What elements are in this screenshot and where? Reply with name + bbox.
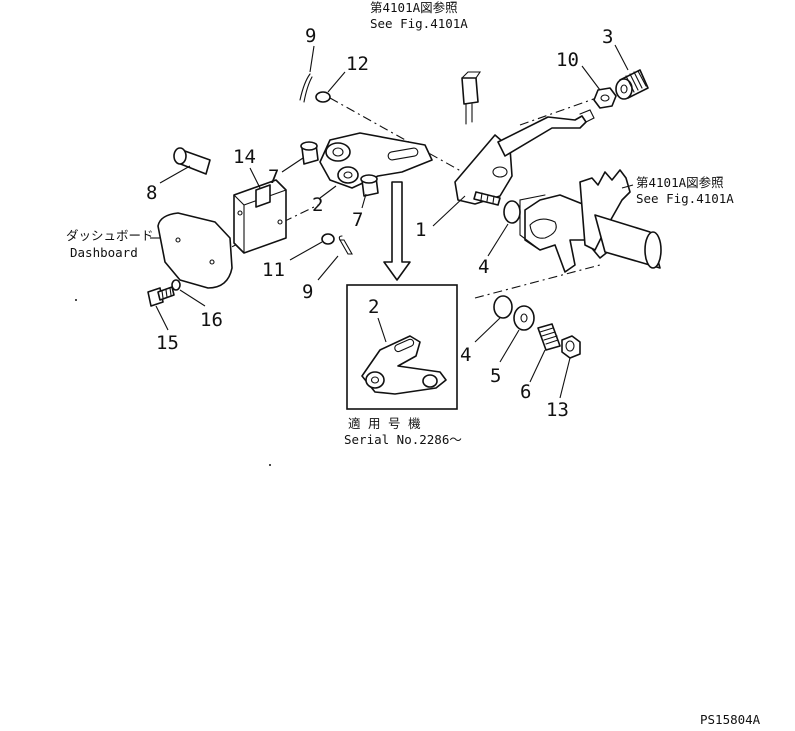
- leader-5: [499, 329, 520, 363]
- leader-7-upper: [281, 157, 304, 173]
- washer-4-upper: [503, 200, 521, 224]
- assembly-line-upper: [329, 97, 469, 176]
- washer-11: [321, 233, 335, 245]
- leader-ref-right: [621, 184, 634, 189]
- leader-8: [159, 165, 191, 184]
- part-number-11: 11: [262, 259, 285, 281]
- washer-12: [315, 91, 331, 103]
- ref-top-line1: 第4101A図参照: [370, 0, 458, 15]
- link-2: [319, 132, 433, 189]
- part-number-6: 6: [520, 381, 531, 403]
- inset-arrow: [383, 181, 411, 281]
- leader-10: [581, 65, 601, 91]
- bracket-14: [233, 179, 287, 254]
- ref-right-line1: 第4101A図参照: [636, 175, 724, 190]
- cotter-pin-lower: [338, 235, 353, 255]
- part-number-1: 1: [415, 219, 426, 241]
- washer-5: [513, 305, 535, 331]
- part-number-14: 14: [233, 146, 256, 168]
- leader-12: [327, 71, 346, 93]
- lever-1: [454, 109, 595, 206]
- leader-1: [432, 195, 466, 227]
- leader-6: [529, 349, 546, 383]
- scan-dot: [269, 464, 271, 466]
- leader-13: [559, 357, 571, 399]
- part-number-7-upper: 7: [268, 166, 279, 188]
- leader-14: [249, 167, 261, 189]
- part-number-9-upper: 9: [305, 25, 316, 47]
- part-number-9-lower: 9: [302, 281, 313, 303]
- switch-top: [461, 71, 482, 125]
- leader-9-lower: [317, 255, 339, 281]
- knob-3: [615, 69, 649, 100]
- dashboard-label-en: Dashboard: [70, 245, 138, 260]
- part-number-13: 13: [546, 399, 569, 421]
- leader-15: [155, 305, 169, 331]
- part-number-10: 10: [556, 49, 579, 71]
- inset-serial-number: Serial No.2286～: [344, 432, 462, 447]
- leader-4-upper: [487, 223, 509, 257]
- leader-11: [289, 241, 323, 261]
- figure-code: PS15804A: [700, 712, 761, 727]
- leader-2: [319, 185, 337, 199]
- ref-top-line2: See Fig.4101A: [370, 16, 468, 31]
- link-2-variant: [361, 335, 447, 395]
- lock-washer-16: [171, 279, 181, 291]
- dashboard-plate: [157, 212, 233, 289]
- inset-part-number: 2: [368, 296, 379, 318]
- dashboard-label-jp: ダッシュボード: [66, 228, 154, 243]
- part-number-3: 3: [602, 26, 613, 48]
- ref-right-line2: See Fig.4101A: [636, 191, 734, 206]
- inset-box: [346, 284, 458, 410]
- scan-dot: [75, 299, 77, 301]
- bushing-7-lower: [360, 174, 379, 197]
- cotter-pin-upper: [299, 73, 313, 103]
- part-number-8: 8: [146, 182, 157, 204]
- bolt-15: [147, 286, 175, 307]
- bushing-7-upper: [300, 141, 319, 165]
- pin-8: [173, 147, 211, 175]
- part-number-16: 16: [200, 309, 223, 331]
- leader-7-lower: [361, 193, 367, 209]
- assembly-line-right: [474, 264, 601, 299]
- part-number-2: 2: [312, 194, 323, 216]
- part-number-4-lower: 4: [460, 344, 471, 366]
- part-number-7-lower: 7: [352, 209, 363, 231]
- part-number-12: 12: [346, 53, 369, 75]
- inset-serial-label: 適 用 号 機: [348, 416, 421, 431]
- leader-4-lower: [474, 317, 501, 343]
- ratchet-assembly: [519, 169, 662, 273]
- leader-16: [179, 289, 206, 307]
- nut-10: [593, 87, 617, 109]
- leader-3: [614, 44, 629, 71]
- nut-13: [561, 335, 581, 359]
- part-number-5: 5: [490, 365, 501, 387]
- leader-9-upper: [309, 45, 315, 73]
- spring-6: [537, 323, 561, 351]
- assembly-line-knob: [519, 94, 606, 126]
- washer-4-lower: [493, 295, 513, 319]
- part-number-4-upper: 4: [478, 256, 489, 278]
- part-number-15: 15: [156, 332, 179, 354]
